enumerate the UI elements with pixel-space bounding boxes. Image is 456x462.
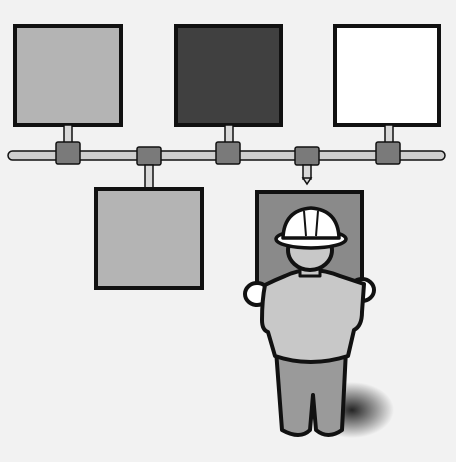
bottom-stems [144, 164, 313, 190]
top-left-panel [13, 24, 123, 127]
connector-4 [294, 146, 320, 166]
worker-figure [243, 228, 376, 437]
connector-1 [55, 141, 81, 165]
worker-pants [274, 348, 348, 437]
connector-3 [215, 141, 241, 165]
connector-5 [375, 141, 401, 165]
connector-2 [136, 146, 162, 166]
top-center-panel [174, 24, 283, 127]
bottom-panel [94, 187, 204, 290]
top-right-panel [333, 24, 441, 127]
worker-torso [260, 268, 366, 364]
hardhat-icon [274, 206, 348, 250]
